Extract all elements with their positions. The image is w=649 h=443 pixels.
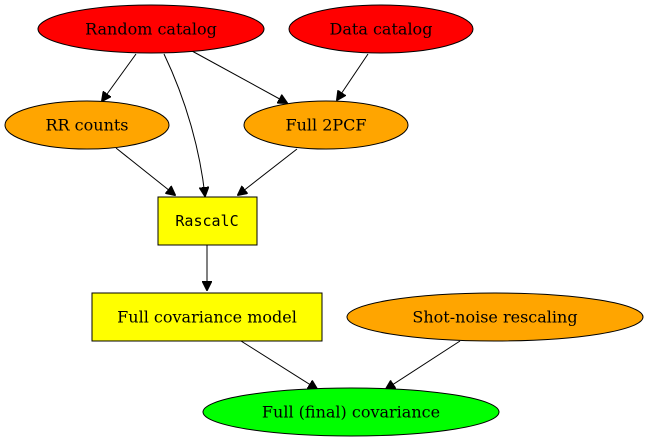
edge-data-to-2pcf: [337, 53, 369, 100]
edge-shotnoise-to-final: [386, 340, 461, 389]
node-shape: [157, 196, 258, 246]
node-label: Random catalog: [85, 20, 217, 39]
edge-model-to-final: [240, 340, 317, 389]
node-label: Shot-noise rescaling: [412, 308, 577, 327]
node-shape: [202, 387, 500, 437]
node-rascalc: RascalC: [157, 196, 258, 246]
node-label: RascalC: [175, 212, 238, 230]
node-label: Full covariance model: [117, 308, 297, 327]
node-random-catalog: Random catalog: [37, 4, 265, 54]
edge-rr-to-rascalc: [115, 147, 175, 195]
edge-random-to-rr: [102, 53, 137, 101]
node-data-catalog: Data catalog: [288, 4, 474, 54]
node-rr-counts: RR counts: [4, 100, 170, 150]
node-shape: [243, 100, 409, 150]
node-shot-noise-rescaling: Shot-noise rescaling: [346, 292, 644, 342]
node-final-covariance: Full (final) covariance: [202, 387, 500, 437]
node-shape: [37, 4, 265, 54]
node-shape: [346, 292, 644, 342]
edges: [102, 50, 461, 389]
node-shape: [91, 292, 323, 342]
edge-random-to-rascalc: [163, 53, 205, 196]
node-label: Full (final) covariance: [262, 403, 440, 422]
node-full-2pcf: Full 2PCF: [243, 100, 409, 150]
node-label: Full 2PCF: [285, 116, 366, 135]
node-label: Data catalog: [330, 20, 433, 39]
node-shape: [4, 100, 170, 150]
node-label: RR counts: [45, 116, 128, 135]
node-shape: [288, 4, 474, 54]
node-full-covariance-model: Full covariance model: [91, 292, 323, 342]
edge-2pcf-to-rascalc: [238, 148, 298, 195]
edge-random-to-2pcf: [191, 50, 287, 103]
